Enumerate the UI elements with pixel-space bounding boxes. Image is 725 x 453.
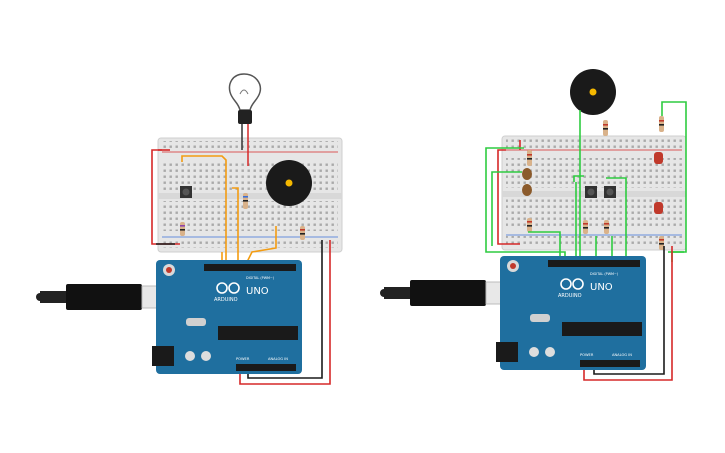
resistor xyxy=(527,150,532,166)
buzzer-icon xyxy=(570,69,616,115)
resistor xyxy=(243,193,248,209)
left-circuit: ARDUINO UNO DIGITAL (PWM~) POWER ANALOG … xyxy=(36,73,343,385)
arduino-logo-icon xyxy=(560,278,584,290)
right-wires xyxy=(485,101,687,381)
digital-label: DIGITAL (PWM~) xyxy=(246,276,275,280)
board-model: UNO xyxy=(246,286,269,297)
board-model: UNO xyxy=(590,282,613,293)
led-red xyxy=(654,152,663,164)
buzzer-icon xyxy=(266,160,312,206)
pushbutton xyxy=(180,186,192,198)
power-label: POWER xyxy=(236,357,250,361)
digital-label: DIGITAL (PWM~) xyxy=(590,272,619,276)
board-brand: ARDUINO xyxy=(214,297,238,303)
usb-cable-icon xyxy=(36,284,177,310)
resistor xyxy=(180,222,185,236)
resistor xyxy=(604,220,609,234)
bulb-icon xyxy=(228,73,262,166)
left-arduino-board: ARDUINO UNO DIGITAL (PWM~) POWER ANALOG … xyxy=(152,260,302,374)
resistor xyxy=(659,116,664,132)
power-label: POWER xyxy=(580,353,594,357)
right-arduino-board: ARDUINO UNO DIGITAL (PWM~) POWER ANALOG … xyxy=(496,256,646,370)
usb-cable-icon xyxy=(380,280,521,306)
led-red xyxy=(654,202,663,214)
photoresistor xyxy=(522,184,532,196)
photoresistor xyxy=(522,168,532,180)
resistor xyxy=(603,120,608,136)
resistor xyxy=(659,236,664,250)
arduino-logo-icon xyxy=(216,282,240,294)
left-wires xyxy=(151,149,331,385)
right-circuit: ARDUINO UNO DIGITAL (PWM~) POWER ANALOG … xyxy=(380,69,687,381)
resistor xyxy=(527,218,532,232)
resistor xyxy=(583,220,588,234)
pushbutton xyxy=(585,186,597,198)
resistor xyxy=(300,226,305,240)
pushbutton xyxy=(604,186,616,198)
board-brand: ARDUINO xyxy=(558,293,582,299)
analog-label: ANALOG IN xyxy=(612,353,632,357)
analog-label: ANALOG IN xyxy=(268,357,288,361)
